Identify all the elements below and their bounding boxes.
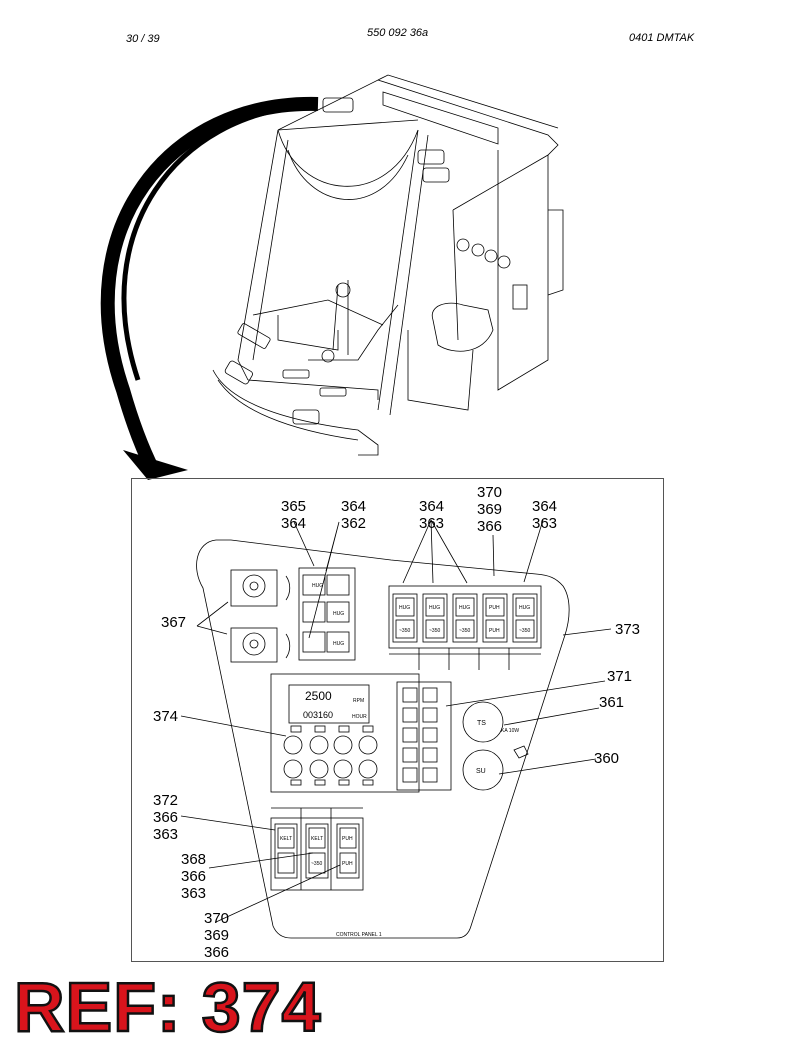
panel-text-label: PUH [342, 836, 353, 842]
su-button-label: SU [476, 768, 486, 775]
panel-text-label: ~350 [311, 861, 322, 867]
rpm-value: 2500 [305, 689, 332, 703]
control-panel-label: CONTROL PANEL 1 [336, 932, 382, 938]
panel-text-label: KELT [311, 836, 323, 842]
rocker-label: HUG [312, 583, 323, 589]
rocker-label: HUG [333, 611, 344, 617]
callout-371: 371 [607, 668, 633, 685]
rocker-label: HUG [333, 641, 344, 647]
panel-text-label: ~350 [429, 628, 440, 634]
panel-text-label: HUG [519, 605, 530, 611]
reference-label: REF: 374 [13, 968, 322, 1046]
panel-text-label: HUG [429, 605, 440, 611]
callout-361: 361 [599, 694, 625, 711]
document-number: 550 092 36a [367, 27, 429, 39]
panel-text-label: HUG [459, 605, 470, 611]
panel-text-label: ~350 [459, 628, 470, 634]
panel-text-label: PUH [489, 628, 500, 634]
panel-frame [131, 478, 664, 962]
cab-illustration [100, 74, 564, 480]
panel-text-label: KELT [280, 836, 292, 842]
panel-text-label: ~350 [399, 628, 410, 634]
callout-360: 360 [594, 750, 620, 767]
panel-text-label: ~350 [519, 628, 530, 634]
panel-text-label: KA 10W [501, 728, 519, 734]
rpm-unit: RPM [353, 698, 364, 704]
hour-unit: HOUR [352, 714, 367, 720]
hour-value: 003160 [303, 710, 333, 720]
control-panel-drawing: HUG HUG HUG HUG HUG HUG PUH HUG ~350 ~35… [180, 519, 612, 939]
page-number: 30 / 39 [126, 33, 160, 45]
callout-373: 373 [615, 621, 641, 638]
callout-367: 367 [161, 614, 187, 631]
panel-text-label: PUH [489, 605, 500, 611]
document-code: 0401 DMTAK [629, 32, 695, 44]
callout-374: 374 [153, 708, 179, 725]
panel-text-label: HUG [399, 605, 410, 611]
ts-button-label: TS [477, 720, 486, 727]
panel-text-label: PUH [342, 861, 353, 867]
